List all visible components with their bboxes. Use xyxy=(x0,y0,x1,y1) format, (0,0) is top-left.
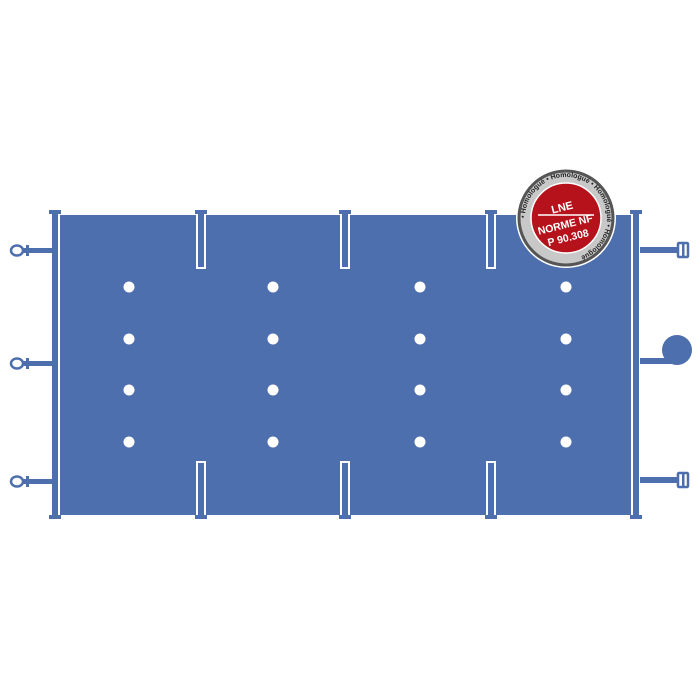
drain-hole-icon xyxy=(123,281,135,293)
drain-hole-icon xyxy=(560,436,572,448)
strap-ratchet-icon xyxy=(640,241,690,259)
bar-3-bottom xyxy=(340,461,350,519)
drain-hole-icon xyxy=(414,333,426,345)
drain-hole-icon xyxy=(560,281,572,293)
bar-4-top xyxy=(486,211,496,269)
drain-hole-icon xyxy=(267,384,279,396)
rolled-strap-icon xyxy=(640,335,692,365)
bar-2-bottom xyxy=(196,461,206,519)
drain-holes xyxy=(123,281,572,448)
bar-2-top xyxy=(196,211,206,269)
strap-ratchet-icon xyxy=(640,471,690,489)
drain-hole-icon xyxy=(560,333,572,345)
drain-hole-icon xyxy=(267,333,279,345)
drain-hole-icon xyxy=(560,384,572,396)
bar-caps xyxy=(49,210,642,519)
bar-3-top xyxy=(340,211,350,269)
drain-hole-icon xyxy=(414,281,426,293)
cover-bars xyxy=(50,211,641,519)
strap-ratchet-icon xyxy=(9,244,52,257)
strap-ratchet-icon xyxy=(9,357,52,370)
badge-line1: LNE xyxy=(550,200,574,217)
drain-hole-icon xyxy=(414,436,426,448)
nf-certification-badge: • Homologué • Homologué • Homologué • Ho… xyxy=(516,168,616,268)
bar-left xyxy=(50,211,60,519)
strap-ratchet-icon xyxy=(9,475,52,488)
drain-hole-icon xyxy=(123,436,135,448)
bar-4-bottom xyxy=(486,461,496,519)
drain-hole-icon xyxy=(123,333,135,345)
drain-hole-icon xyxy=(123,384,135,396)
bar-right xyxy=(631,211,641,519)
right-straps xyxy=(640,241,690,489)
drain-hole-icon xyxy=(267,281,279,293)
drain-hole-icon xyxy=(414,384,426,396)
left-straps xyxy=(9,244,52,488)
drain-hole-icon xyxy=(267,436,279,448)
